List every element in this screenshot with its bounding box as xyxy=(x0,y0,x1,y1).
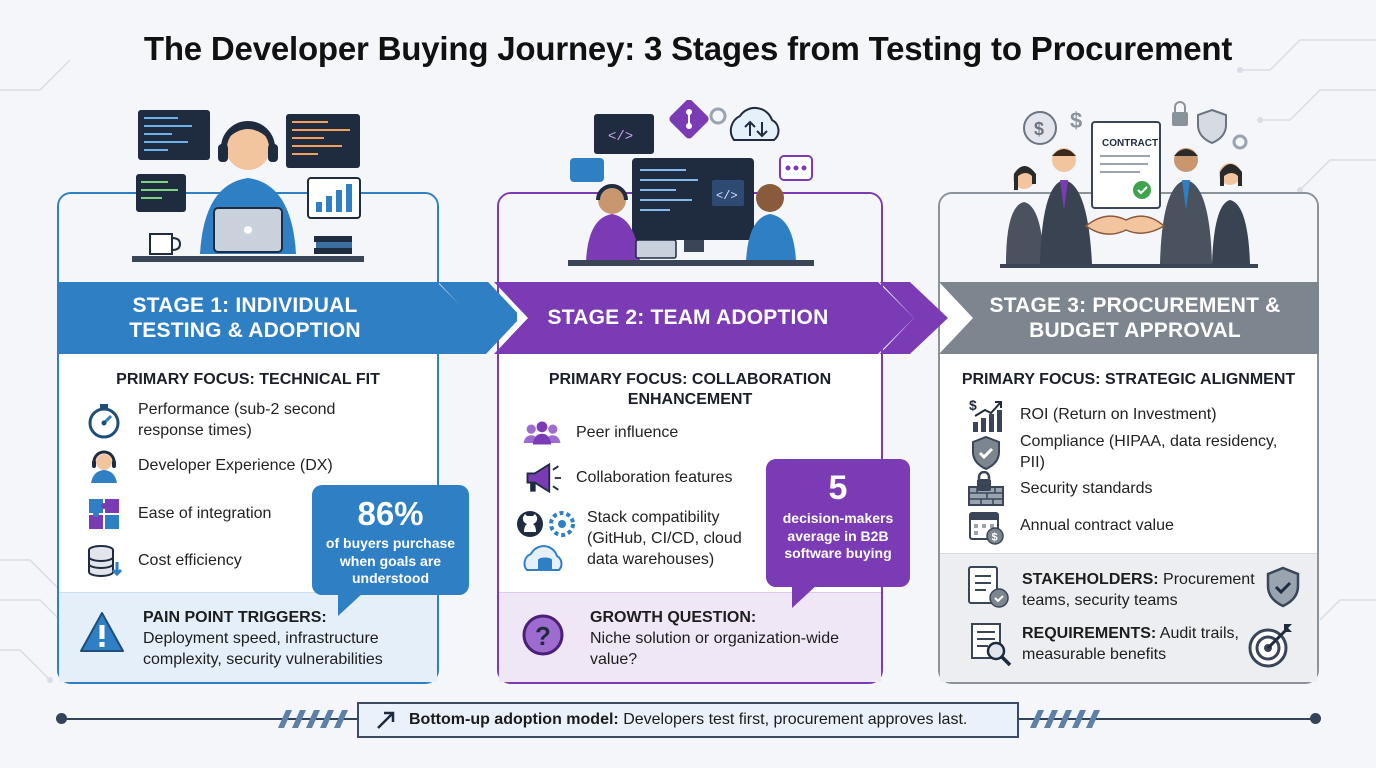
stakeholders-text: Procurement teams, security teams xyxy=(1022,571,1255,609)
trend-arrow-icon xyxy=(375,709,397,731)
question-text: Niche solution or organization-wide valu… xyxy=(590,629,840,668)
item-text: Collaboration features xyxy=(576,468,733,486)
shield-check-icon xyxy=(966,433,1006,473)
stat-label: of buyers purchase when goals are unders… xyxy=(325,535,456,586)
roi-chart-icon: $ xyxy=(966,395,1006,435)
timeline-dot-left xyxy=(56,713,67,724)
developer-headset-icon xyxy=(84,446,124,486)
stat-value: 5 xyxy=(828,469,848,507)
stat-callout-86: 86% of buyers purchase when goals are un… xyxy=(312,485,469,595)
svg-text:$: $ xyxy=(992,532,998,544)
stage1-title: STAGE 1: INDIVIDUAL TESTING & ADOPTION xyxy=(129,293,361,342)
stage2-item: Collaboration features xyxy=(522,458,822,498)
footer-bold: Bottom-up adoption model: xyxy=(409,711,619,728)
github-gear-cloud-icon xyxy=(515,508,577,580)
pain-title: PAIN POINT TRIGGERS: xyxy=(143,609,327,626)
item-text: Annual contract value xyxy=(1020,516,1174,534)
stage2-banner: STAGE 2: TEAM ADOPTION xyxy=(458,282,948,354)
procurement-illustration: $ $ CONTRACT xyxy=(1000,101,1258,268)
stage1-item: Cost efficiency xyxy=(84,541,384,581)
requirements-title: REQUIREMENTS: xyxy=(1022,625,1157,642)
svg-text:$: $ xyxy=(969,397,977,413)
stage3-item: $ ROI (Return on Investment) xyxy=(966,395,1306,435)
svg-text:?: ? xyxy=(535,621,551,651)
svg-text:</>: </> xyxy=(608,129,633,145)
shield-check-badge-icon xyxy=(1264,566,1302,613)
stage3-item: Security standards xyxy=(966,469,1306,509)
puzzle-icon xyxy=(84,494,124,534)
item-text: Security standards xyxy=(1020,479,1153,497)
database-down-icon xyxy=(84,541,124,581)
stage2-focus: PRIMARY FOCUS: COLLABORATION ENHANCEMENT xyxy=(548,371,832,408)
footer-text: Developers test first, procurement appro… xyxy=(623,711,968,728)
requirements: REQUIREMENTS: Audit trails, measurable b… xyxy=(1022,624,1242,666)
page-title: The Developer Buying Journey: 3 Stages f… xyxy=(143,30,1233,67)
callout-tail xyxy=(338,592,364,616)
stage3-item: $ Annual contract value xyxy=(966,506,1306,546)
stage1-banner: STAGE 1: INDIVIDUAL TESTING & ADOPTION xyxy=(57,282,517,354)
developer-illustration xyxy=(132,110,364,262)
stage2-item: Peer influence xyxy=(522,413,822,453)
item-text: Stack compatibility (GitHub, CI/CD, clou… xyxy=(587,509,742,568)
stage3-item: Compliance (HIPAA, data residency, PII) xyxy=(966,432,1306,474)
item-text: Compliance (HIPAA, data residency, PII) xyxy=(1020,433,1278,471)
stage2-title: STAGE 2: TEAM ADOPTION xyxy=(547,306,829,330)
contract-label: CONTRACT xyxy=(1102,138,1158,149)
pain-text: Deployment speed, infrastructure complex… xyxy=(143,629,383,668)
stakeholders-title: STAKEHOLDERS: xyxy=(1022,571,1159,588)
stage1-pain-block xyxy=(59,592,437,682)
document-search-icon xyxy=(966,620,1014,673)
item-text: Peer influence xyxy=(576,423,679,441)
stat-label: decision-makers average in B2B software … xyxy=(782,510,894,561)
footer-stripes-right xyxy=(1030,710,1100,728)
stage3-focus: PRIMARY FOCUS: STRATEGIC ALIGNMENT xyxy=(961,371,1296,388)
stage3-title: STAGE 3: PROCUREMENT & BUDGET APPROVAL xyxy=(989,293,1281,342)
timeline-dot-right xyxy=(1310,713,1321,724)
stage1-item: Developer Experience (DX) xyxy=(84,446,384,486)
warning-icon xyxy=(78,610,126,659)
stopwatch-icon xyxy=(84,401,124,441)
footer-stripes-left xyxy=(278,710,348,728)
checklist-doc-icon xyxy=(966,564,1010,615)
stage3-banner: STAGE 3: PROCUREMENT & BUDGET APPROVAL xyxy=(905,282,1319,354)
stage1-item: Performance (sub-2 second response times… xyxy=(84,400,384,442)
calendar-dollar-icon: $ xyxy=(966,506,1006,546)
target-icon xyxy=(1246,620,1296,675)
question-icon: ? xyxy=(521,613,565,662)
item-text: Cost efficiency xyxy=(138,551,242,569)
team-illustration: </> </> xyxy=(568,100,814,266)
footer-note: Bottom-up adoption model: Developers tes… xyxy=(357,702,1019,738)
stage1-item: Ease of integration xyxy=(84,494,384,534)
stage2-item: Stack compatibility (GitHub, CI/CD, clou… xyxy=(515,508,775,580)
item-text: Developer Experience (DX) xyxy=(138,456,333,474)
stage1-focus: PRIMARY FOCUS: TECHNICAL FIT xyxy=(116,371,380,388)
stat-value: 86% xyxy=(357,495,424,532)
callout-tail xyxy=(792,584,818,608)
svg-text:$: $ xyxy=(1034,119,1044,139)
growth-question: GROWTH QUESTION: Niche solution or organ… xyxy=(590,608,870,670)
requirements-text: Audit trails, measurable benefits xyxy=(1022,625,1239,663)
lock-wall-icon xyxy=(966,469,1006,509)
stat-callout-5: 5 decision-makers average in B2B softwar… xyxy=(766,459,910,587)
people-icon xyxy=(522,413,562,453)
stakeholders: STAKEHOLDERS: Procurement teams, securit… xyxy=(1022,570,1262,612)
svg-text:</>: </> xyxy=(716,189,738,203)
item-text: ROI (Return on Investment) xyxy=(1020,405,1217,423)
item-text: Performance (sub-2 second response times… xyxy=(138,401,336,439)
megaphone-icon xyxy=(522,458,562,498)
item-text: Ease of integration xyxy=(138,504,272,522)
svg-text:$: $ xyxy=(1070,108,1082,133)
pain-point-triggers: PAIN POINT TRIGGERS: Deployment speed, i… xyxy=(143,608,423,670)
question-title: GROWTH QUESTION: xyxy=(590,609,757,626)
